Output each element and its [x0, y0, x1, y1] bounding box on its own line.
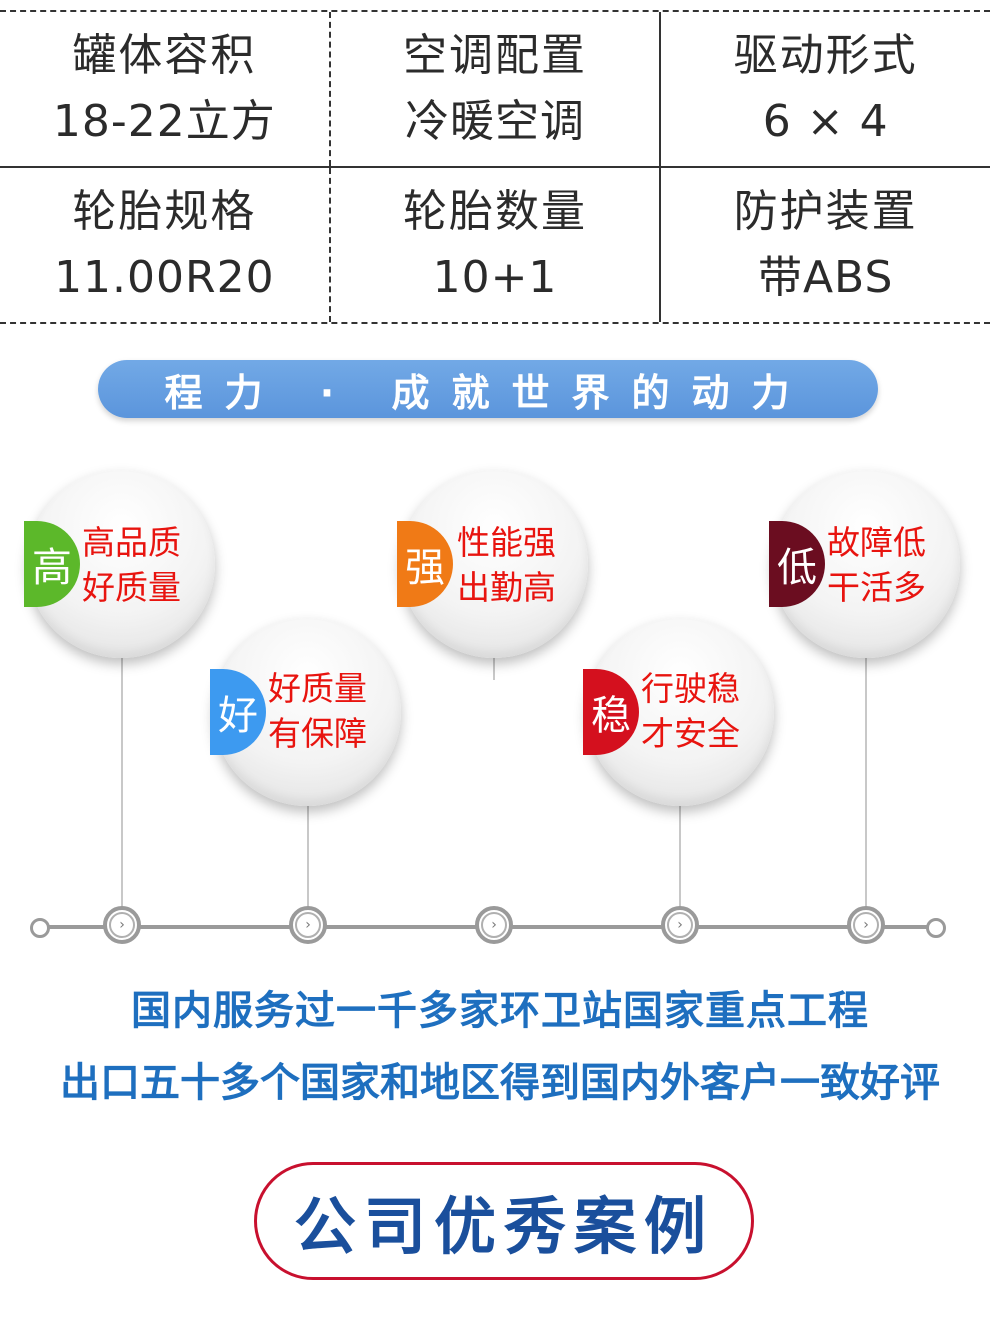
feature-text: 好质量 有保障 — [268, 666, 367, 756]
feature-text: 故障低 干活多 — [827, 520, 926, 610]
spec-value: 6 × 4 — [762, 96, 889, 147]
timeline-end-dot — [926, 918, 946, 938]
feature-badge: 强 — [397, 521, 453, 607]
spec-label: 驱动形式 — [733, 30, 918, 81]
feature-bubble-quality: 高 高品质 好质量 — [24, 470, 215, 658]
spec-value: 18-22立方 — [52, 96, 276, 147]
feature-bubble-reliability: 低 故障低 干活多 — [769, 470, 960, 658]
feature-line: 才安全 — [641, 714, 740, 753]
service-export-text: 出口五十多个国家和地区得到国内外客户一致好评 — [60, 1060, 940, 1106]
chevron-right-icon: › — [109, 912, 135, 938]
spec-label: 轮胎数量 — [403, 186, 587, 237]
feature-line: 干活多 — [827, 568, 926, 607]
spec-row: 罐体容积 18-22立方 空调配置 冷暖空调 驱动形式 6 × 4 — [0, 12, 990, 168]
feature-bubble-performance: 强 性能强 出勤高 — [397, 470, 588, 658]
chevron-right-icon: › — [295, 912, 321, 938]
connector-line — [493, 655, 495, 680]
connector-line — [865, 655, 867, 913]
timeline-node[interactable]: › — [103, 906, 141, 944]
spec-value: 10+1 — [432, 252, 558, 303]
spec-label: 空调配置 — [403, 30, 587, 81]
feature-line: 行驶稳 — [641, 669, 740, 708]
feature-bubble-safety: 稳 行驶稳 才安全 — [583, 618, 774, 806]
spec-cell-tank-volume: 罐体容积 18-22立方 — [0, 12, 329, 166]
feature-badge: 低 — [769, 521, 825, 607]
timeline-start-dot — [30, 918, 50, 938]
service-domestic-text: 国内服务过一千多家环卫站国家重点工程 — [131, 988, 869, 1034]
spec-cell-air-conditioning: 空调配置 冷暖空调 — [328, 12, 662, 166]
feature-line: 出勤高 — [457, 568, 556, 607]
spec-row: 轮胎规格 11.00R20 轮胎数量 10+1 防护装置 带ABS — [0, 168, 990, 322]
spec-cell-tire-count: 轮胎数量 10+1 — [328, 168, 662, 322]
company-cases-button[interactable]: 公司优秀案例 — [254, 1162, 754, 1280]
spec-label: 防护装置 — [733, 186, 918, 237]
feature-text: 性能强 出勤高 — [457, 520, 556, 610]
feature-line: 故障低 — [827, 523, 926, 562]
feature-line: 好质量 — [82, 568, 181, 607]
spec-table: 罐体容积 18-22立方 空调配置 冷暖空调 驱动形式 6 × 4 轮胎规格 1… — [0, 10, 990, 324]
timeline-node[interactable]: › — [289, 906, 327, 944]
feature-badge: 高 — [24, 521, 80, 607]
connector-line — [121, 655, 123, 913]
spec-label: 罐体容积 — [72, 30, 257, 81]
feature-bubble-guarantee: 好 好质量 有保障 — [210, 618, 401, 806]
spec-value: 带ABS — [757, 252, 894, 303]
feature-line: 性能强 — [457, 523, 556, 562]
spec-label: 轮胎规格 — [72, 186, 257, 237]
spec-cell-tire-spec: 轮胎规格 11.00R20 — [0, 168, 329, 322]
spec-value: 11.00R20 — [54, 252, 275, 303]
spec-value: 冷暖空调 — [405, 96, 585, 147]
spec-cell-protection: 防护装置 带ABS — [661, 168, 990, 322]
chevron-right-icon: › — [667, 912, 693, 938]
spec-cell-drive-type: 驱动形式 6 × 4 — [661, 12, 990, 166]
timeline-node[interactable]: › — [661, 906, 699, 944]
connector-line — [679, 805, 681, 913]
connector-line — [307, 805, 309, 913]
feature-text: 行驶稳 才安全 — [641, 666, 740, 756]
feature-line: 有保障 — [268, 714, 367, 753]
slogan-banner: 程力 · 成就世界的动力 — [98, 360, 878, 418]
timeline-node[interactable]: › — [475, 906, 513, 944]
chevron-right-icon: › — [853, 912, 879, 938]
chevron-right-icon: › — [481, 912, 507, 938]
timeline-node[interactable]: › — [847, 906, 885, 944]
feature-badge: 好 — [210, 669, 266, 755]
feature-line: 高品质 — [82, 523, 181, 562]
feature-line: 好质量 — [268, 669, 367, 708]
feature-text: 高品质 好质量 — [82, 520, 181, 610]
feature-badge: 稳 — [583, 669, 639, 755]
